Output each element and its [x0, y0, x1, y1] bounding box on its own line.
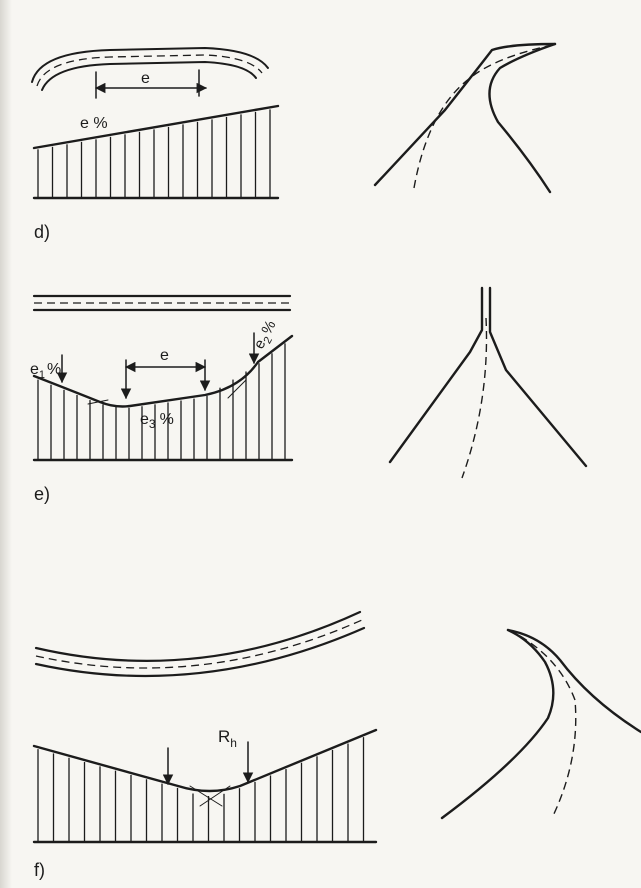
panel-e-hatching: [37, 343, 286, 460]
panel-d-slope-label: e %: [80, 115, 108, 132]
panel-d: e e % d): [31, 42, 557, 242]
panel-f-hatching: [37, 737, 365, 842]
panel-f: Rh f): [32, 610, 641, 880]
panel-e-road-plan: [32, 294, 292, 312]
panel-d-road-plan: [31, 47, 269, 91]
panel-e-e1-label: e1%: [30, 361, 61, 381]
panel-d-spacing-label: e: [141, 70, 150, 87]
panel-e: e e1% e2% e3% e): [30, 286, 588, 504]
panel-e-superelevation-profile: [32, 334, 294, 462]
panel-d-superelevation-profile: e %: [32, 104, 280, 200]
panel-d-hatching: [37, 109, 271, 198]
panel-f-rh-label: Rh: [218, 727, 237, 750]
panel-d-label: d): [34, 222, 50, 242]
panel-f-superelevation-profile: [32, 728, 378, 844]
page-edge-shadow: [0, 0, 12, 888]
panel-f-road-plan: [34, 610, 366, 678]
panel-e-e3-label: e3%: [140, 411, 174, 431]
panel-d-perspective-view: [373, 42, 557, 194]
panel-e-spacing-label: e: [160, 347, 169, 364]
panel-e-label: e): [34, 484, 50, 504]
panel-d-spacing-dimension: e: [94, 69, 208, 99]
panel-f-arrows: [162, 741, 254, 786]
panel-e-spacing-dimension: e: [124, 347, 207, 373]
panel-f-perspective-view: [440, 628, 641, 820]
panel-f-label: f): [34, 860, 45, 880]
panel-e-perspective-view: [388, 286, 588, 479]
